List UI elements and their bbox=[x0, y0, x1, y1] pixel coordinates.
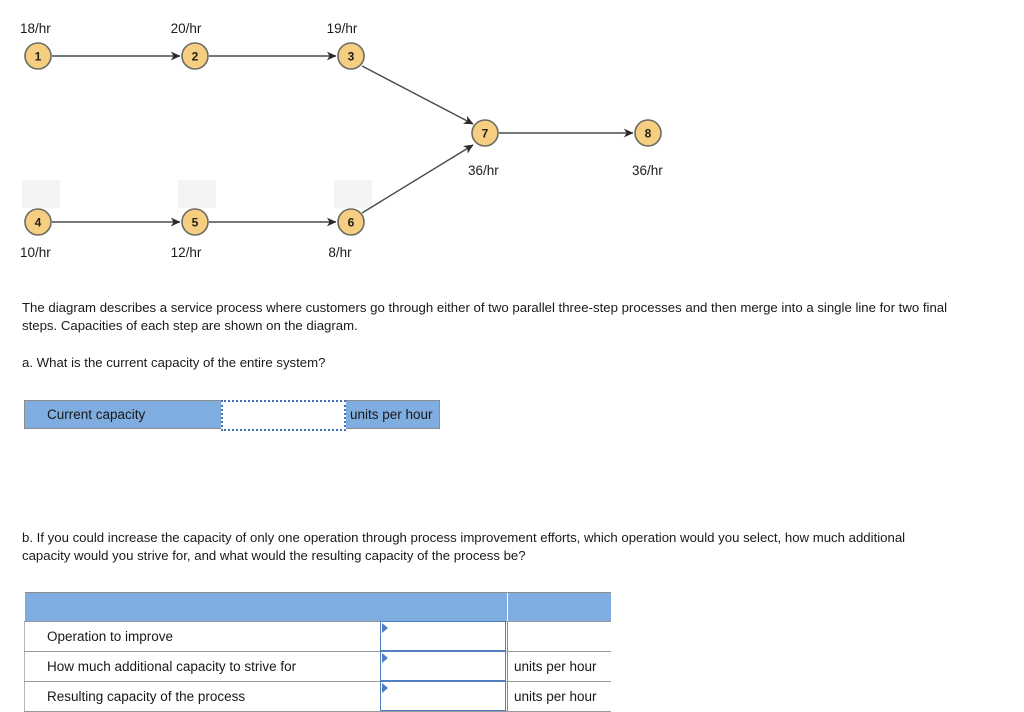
current-capacity-label: Current capacity bbox=[25, 401, 221, 428]
scan-artifact bbox=[178, 180, 216, 208]
row-label-additional-capacity: How much additional capacity to strive f… bbox=[24, 651, 380, 682]
node-capacity-label: 8/hr bbox=[328, 245, 352, 260]
diagram-node-6: 6 8/hr bbox=[328, 208, 365, 260]
row-input-cell-additional-capacity bbox=[379, 651, 508, 682]
question-a-text: a. What is the current capacity of the e… bbox=[22, 355, 326, 370]
header-cell-units bbox=[507, 592, 611, 622]
node-circle bbox=[634, 119, 662, 147]
node-label: 1 bbox=[35, 50, 42, 64]
scan-artifact bbox=[334, 180, 372, 208]
current-capacity-input[interactable] bbox=[221, 400, 346, 431]
improvement-answer-table: Operation to improve How much additional… bbox=[24, 592, 611, 712]
node-label: 6 bbox=[348, 216, 355, 230]
node-label: 3 bbox=[348, 50, 355, 64]
diagram-node-5: 5 12/hr bbox=[171, 208, 209, 260]
row-label-resulting-capacity: Resulting capacity of the process bbox=[24, 681, 380, 712]
node-circle bbox=[337, 42, 365, 70]
node-label: 5 bbox=[192, 216, 199, 230]
table-row: Resulting capacity of the process units … bbox=[24, 681, 611, 712]
node-capacity-label: 18/hr bbox=[20, 21, 51, 36]
node-circle bbox=[24, 42, 52, 70]
current-capacity-answer-bar: Current capacity units per hour bbox=[24, 400, 440, 431]
row-label-operation-to-improve: Operation to improve bbox=[24, 621, 380, 652]
node-label: 2 bbox=[192, 50, 199, 64]
operation-to-improve-input[interactable] bbox=[379, 621, 506, 651]
row-input-cell-resulting-capacity bbox=[379, 681, 508, 712]
diagram-node-1: 1 18/hr bbox=[20, 21, 52, 70]
table-row: How much additional capacity to strive f… bbox=[24, 651, 611, 682]
diagram-node-7: 7 36/hr bbox=[468, 119, 499, 178]
table-header-row bbox=[24, 592, 611, 622]
edge-6-7 bbox=[361, 144, 474, 214]
node-capacity-label: 12/hr bbox=[171, 245, 202, 260]
node-capacity-label: 36/hr bbox=[632, 163, 663, 178]
row-units-operation-to-improve bbox=[507, 621, 611, 652]
node-circle bbox=[181, 208, 209, 236]
node-capacity-label: 10/hr bbox=[20, 245, 51, 260]
header-cell-label bbox=[24, 592, 380, 622]
node-label: 4 bbox=[35, 216, 42, 230]
row-input-cell-operation-to-improve bbox=[379, 621, 508, 652]
scan-artifact bbox=[22, 180, 60, 208]
node-label: 7 bbox=[482, 127, 489, 141]
table-row: Operation to improve bbox=[24, 621, 611, 652]
header-cell-input bbox=[379, 592, 508, 622]
question-b-text: b. If you could increase the capacity of… bbox=[22, 530, 906, 563]
current-capacity-units: units per hour bbox=[346, 401, 439, 428]
intro-paragraph: The diagram describes a service process … bbox=[22, 300, 948, 333]
row-units-resulting-capacity: units per hour bbox=[507, 681, 611, 712]
edge-3-7 bbox=[361, 65, 474, 125]
node-circle bbox=[181, 42, 209, 70]
resulting-capacity-input[interactable] bbox=[379, 681, 506, 711]
diagram-node-8: 8 36/hr bbox=[632, 119, 663, 178]
node-capacity-label: 19/hr bbox=[327, 21, 358, 36]
process-flow-diagram: 1 18/hr 2 20/hr 3 19/hr 4 10/hr 5 12/hr … bbox=[0, 0, 720, 285]
node-circle bbox=[337, 208, 365, 236]
diagram-edges bbox=[52, 51, 634, 227]
diagram-node-3: 3 19/hr bbox=[327, 21, 365, 70]
node-label: 8 bbox=[645, 127, 652, 141]
node-capacity-label: 20/hr bbox=[171, 21, 202, 36]
node-capacity-label: 36/hr bbox=[468, 163, 499, 178]
diagram-node-4: 4 10/hr bbox=[20, 208, 52, 260]
diagram-node-2: 2 20/hr bbox=[171, 21, 209, 70]
node-circle bbox=[24, 208, 52, 236]
node-circle bbox=[471, 119, 499, 147]
additional-capacity-input[interactable] bbox=[379, 651, 506, 681]
row-units-additional-capacity: units per hour bbox=[507, 651, 611, 682]
